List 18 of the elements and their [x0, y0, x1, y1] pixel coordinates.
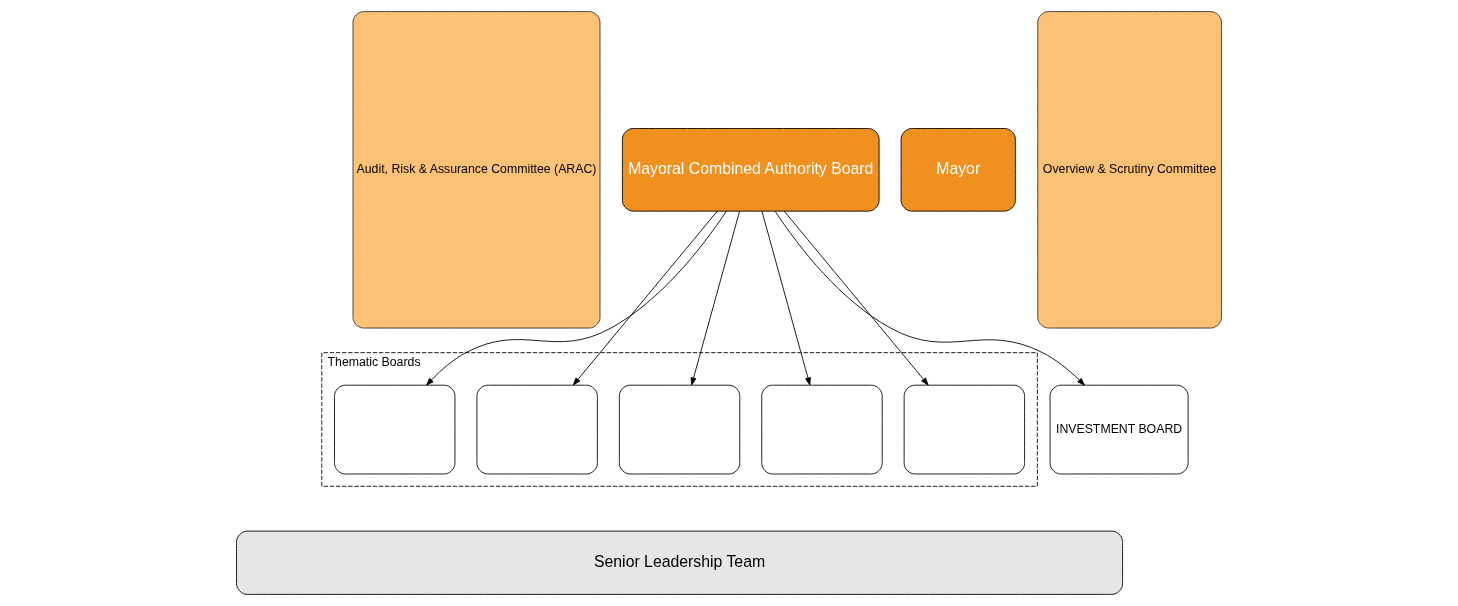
node-box: INVESTMENT BOARD: [1049, 384, 1189, 475]
node-box: [618, 384, 741, 475]
arrow: [774, 210, 1085, 386]
arrow: [690, 210, 740, 386]
arrow: [572, 210, 718, 386]
node-box: Overview & Scrutiny Committee: [1037, 11, 1222, 329]
node-box: Senior Leadership Team: [236, 530, 1124, 595]
node-box: [476, 384, 598, 475]
node-box: [334, 384, 456, 475]
node-box: Mayor: [900, 128, 1016, 212]
cluster: Thematic Boards: [321, 352, 1038, 487]
node-box: [903, 384, 1025, 475]
node-box: Mayoral Combined Authority Board: [621, 128, 880, 212]
node-box: [761, 384, 883, 475]
arrow: [761, 210, 811, 386]
arrow: [426, 210, 727, 386]
node-box: Audit, Risk & Assurance Committee (ARAC): [352, 11, 601, 329]
arrow: [783, 210, 929, 386]
